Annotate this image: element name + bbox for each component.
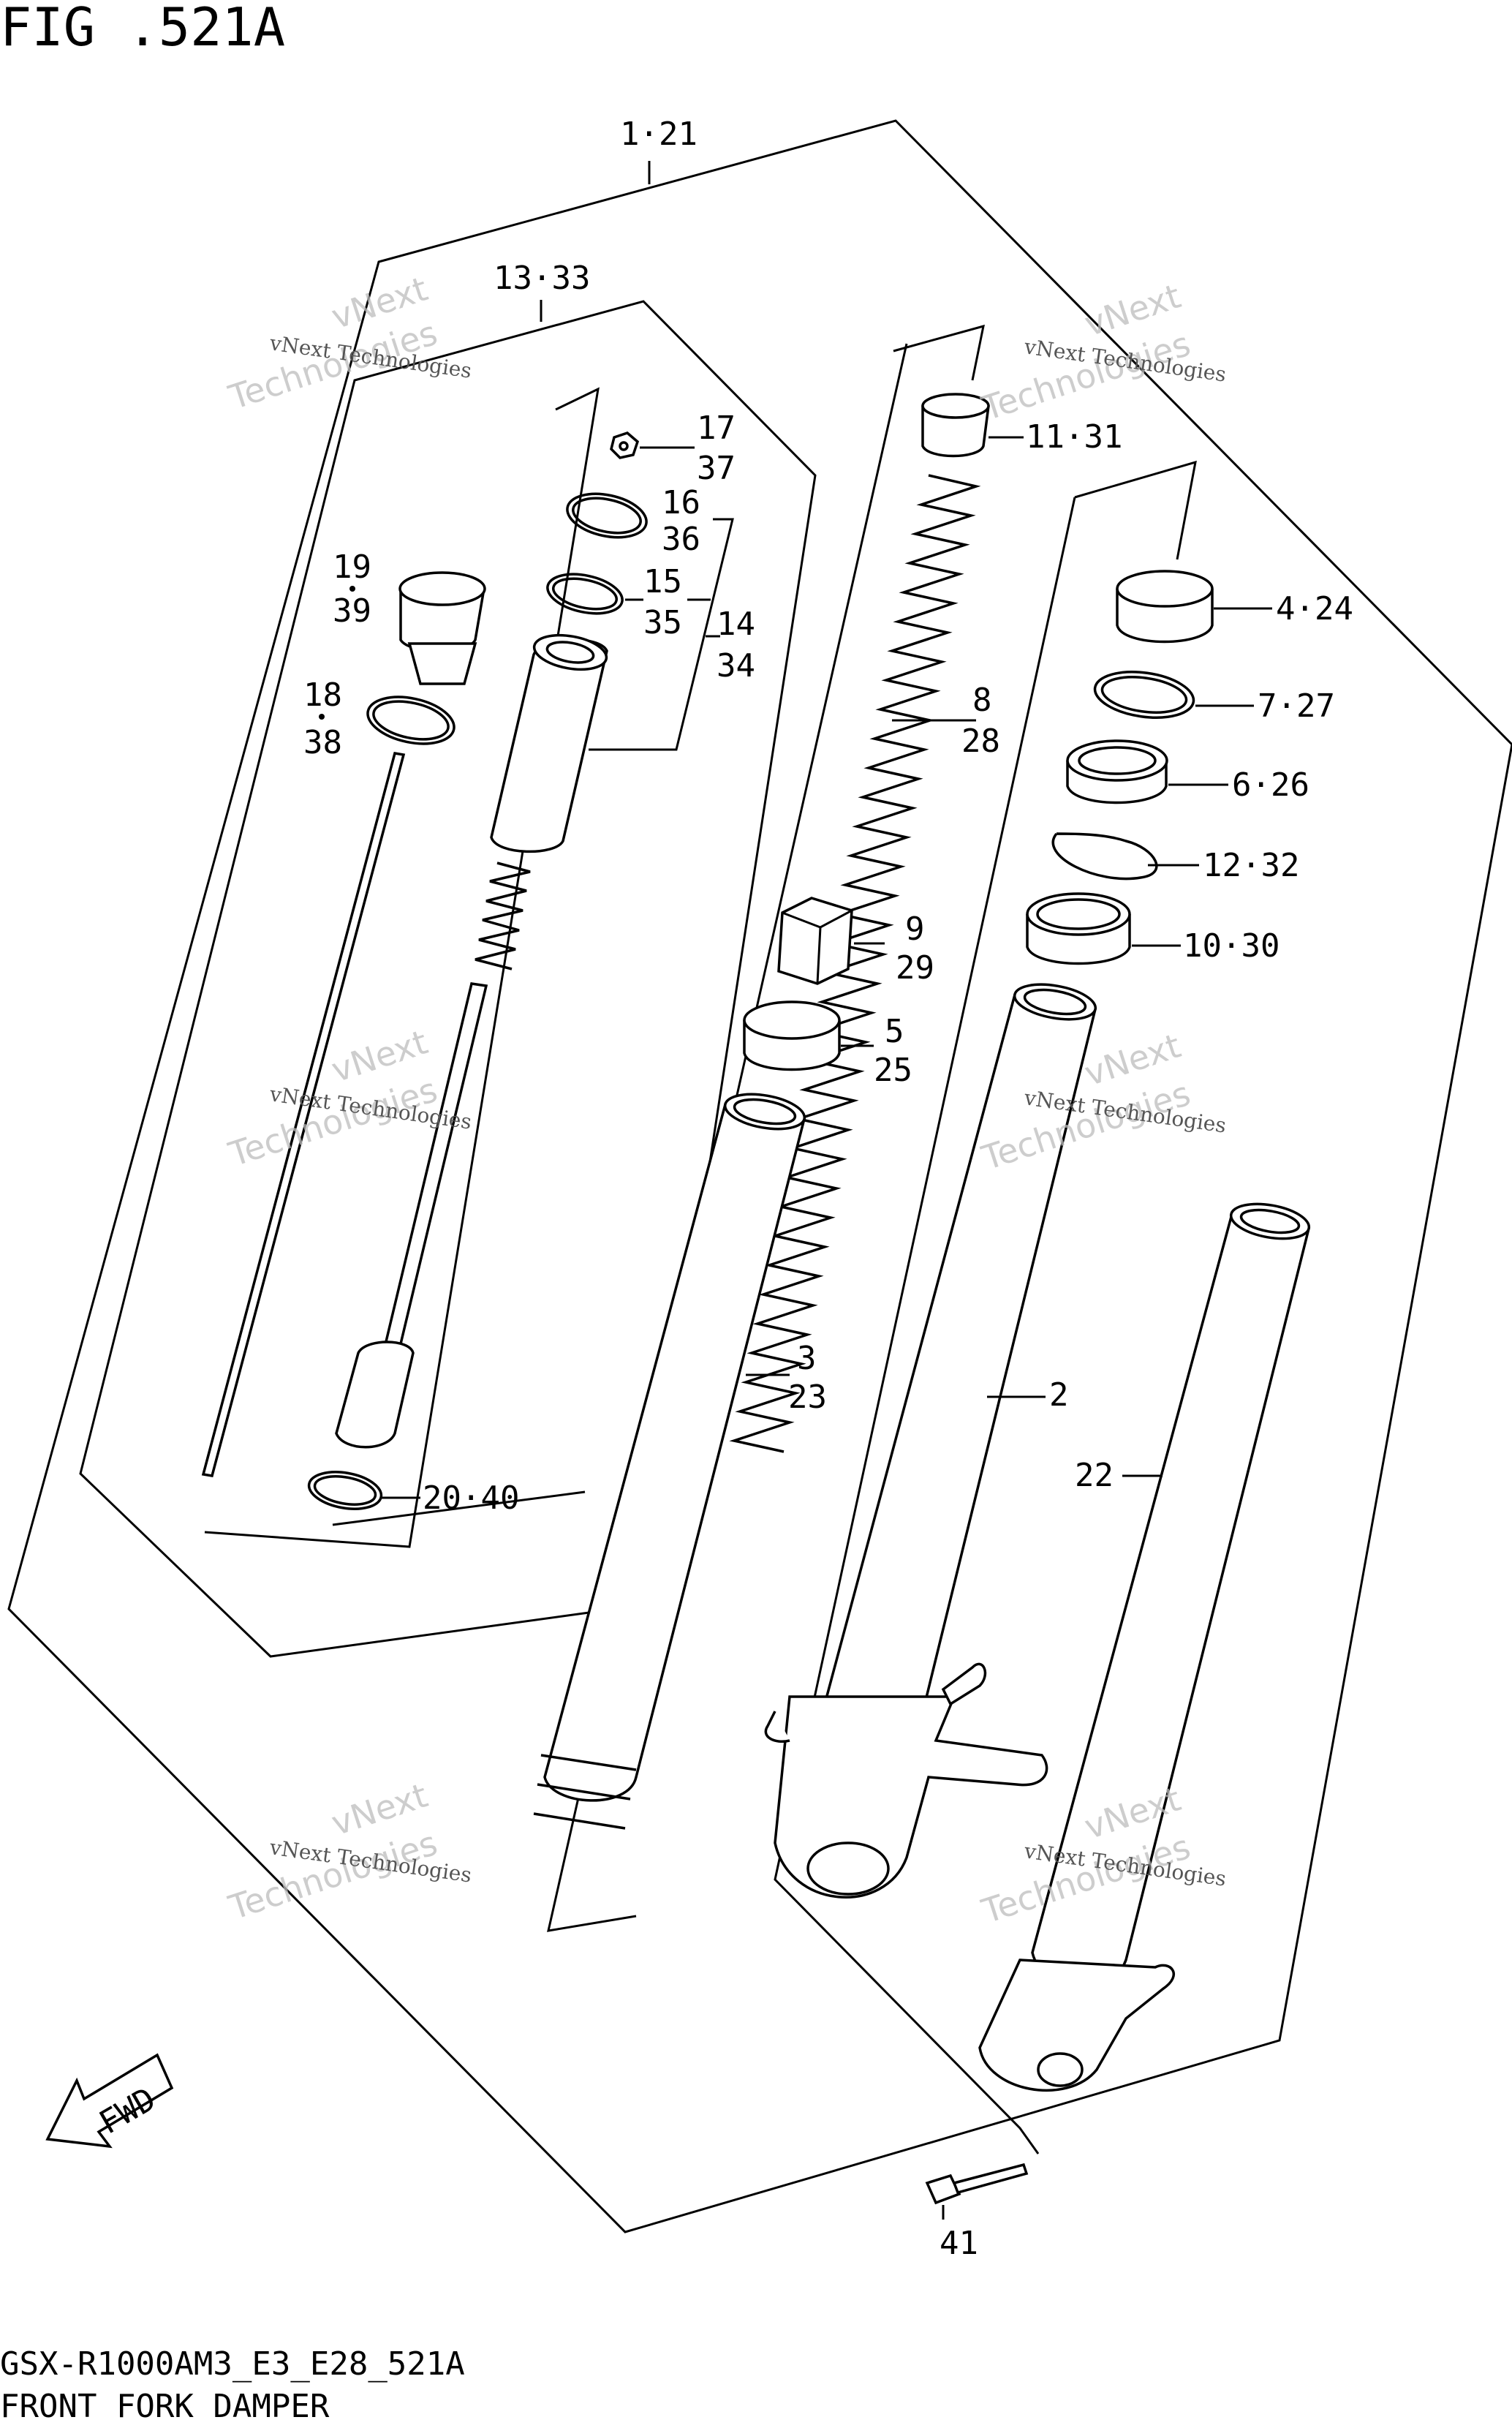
callout-25: 25 — [874, 1052, 912, 1089]
outline-assembly-1-21 — [7, 119, 1512, 2233]
fwd-arrow: FWD — [45, 2053, 174, 2149]
figure-code: GSX-R1000AM3_E3_E28_521A — [0, 2345, 465, 2383]
part-3-inner-tube — [543, 1102, 806, 1802]
watermark-1: Technologies vNext vNext Technologies — [224, 269, 473, 418]
part-22-axle-hole — [1037, 2052, 1084, 2087]
callout-28: 28 — [961, 723, 1000, 760]
part-15-oring-inner — [552, 577, 618, 611]
callout-38: 38 — [303, 724, 342, 761]
part-22-outer-tube-top — [1229, 1202, 1311, 1240]
callout-41: 41 — [940, 2225, 978, 2262]
callout-14: 14 — [717, 606, 755, 643]
part-19-cap-top — [398, 571, 486, 606]
part-20-oring — [307, 1471, 383, 1510]
part-16-oring — [566, 492, 648, 539]
part-20-oring-inner — [313, 1475, 377, 1506]
dot-18 — [319, 714, 325, 720]
callout-37: 37 — [697, 450, 736, 487]
part-2-outer-tube-top — [1013, 983, 1097, 1021]
dot-19 — [349, 586, 355, 592]
leader-16-14 — [589, 518, 734, 751]
part-11-top — [921, 393, 990, 419]
callout-9: 9 — [905, 910, 925, 948]
part-19-cap-base — [407, 642, 477, 685]
callout-2: 2 — [1049, 1376, 1069, 1414]
callout-12-32: 12·32 — [1203, 847, 1299, 884]
part-9-nut-edges — [782, 909, 853, 984]
part-14-cylinder — [490, 638, 608, 853]
part-16-oring-inner — [572, 497, 642, 535]
callout-11-31: 11·31 — [1026, 418, 1122, 456]
part-41-bolt-head — [925, 2173, 961, 2205]
callout-23: 23 — [788, 1379, 827, 1416]
callout-7-27: 7·27 — [1258, 687, 1335, 725]
callout-10-30: 10·30 — [1183, 927, 1279, 965]
callout-22: 22 — [1075, 1457, 1114, 1494]
part-7-washer — [1093, 671, 1195, 719]
callout-18: 18 — [303, 676, 342, 714]
part-8-main-spring — [729, 474, 981, 1453]
callout-8: 8 — [972, 682, 992, 719]
part-2-axle-hole — [806, 1841, 890, 1896]
part-12-snap-ring — [1051, 832, 1158, 881]
callout-29: 29 — [896, 949, 934, 987]
callout-5: 5 — [885, 1013, 904, 1050]
callout-39: 39 — [333, 592, 371, 630]
part-3-inner-tube-bore — [733, 1098, 797, 1126]
callout-6-26: 6·26 — [1232, 766, 1309, 804]
figure-caption: FRONT FORK DAMPER — [0, 2388, 330, 2425]
part-17-hole — [619, 441, 629, 451]
callout-34: 34 — [717, 647, 755, 685]
part-small-spring — [475, 862, 531, 970]
watermark-2: Technologies vNext vNext Technologies — [977, 276, 1228, 429]
watermark-5: Technologies vNext vNext Technologies — [224, 1776, 473, 1928]
part-5-bushing-top — [743, 1000, 841, 1040]
outline-outer-tube-group — [774, 460, 1197, 2154]
part-3-bottom-rings — [533, 1754, 637, 1830]
part-18-oring-inner — [372, 700, 450, 741]
callout-16: 16 — [662, 484, 700, 521]
part-2-outer-tube-bore — [1023, 988, 1087, 1016]
part-push-rod — [201, 752, 406, 1477]
figure-title: FIG .521A — [0, 0, 285, 58]
part-17-nut — [610, 431, 640, 459]
part-15-oring — [546, 573, 624, 615]
part-6-oil-seal-bore — [1078, 746, 1157, 775]
part-22-outer-tube-bore — [1239, 1208, 1301, 1234]
part-damper-piston — [335, 1341, 415, 1449]
callout-17: 17 — [697, 410, 736, 447]
part-2-bracket-ear — [764, 1711, 790, 1743]
callout-35: 35 — [643, 604, 682, 641]
part-4-bushing-top — [1116, 570, 1214, 608]
part-41-bolt-shank — [952, 2163, 1029, 2195]
callout-1-21: 1·21 — [620, 116, 698, 153]
callout-19: 19 — [333, 548, 371, 586]
callout-13-33: 13·33 — [494, 260, 590, 297]
callout-36: 36 — [662, 521, 700, 558]
part-3-inner-tube-top — [723, 1093, 806, 1131]
part-9-nut — [777, 897, 853, 985]
part-10-dust-seal-bore — [1036, 898, 1121, 930]
outline-inner-tube-group — [547, 324, 985, 1932]
callout-4-24: 4·24 — [1276, 590, 1353, 627]
part-2-bracket-ear-2 — [941, 1662, 987, 1706]
outline-inner-cartridge-2 — [332, 1490, 586, 1526]
callout-15: 15 — [643, 563, 682, 600]
callout-3: 3 — [797, 1340, 817, 1377]
part-14-cylinder-bore — [545, 641, 595, 664]
part-7-washer-inner — [1100, 676, 1188, 714]
callout-20-40: 20·40 — [423, 1479, 519, 1517]
part-18-oring — [366, 695, 456, 745]
part-22-axle-bracket — [978, 1958, 1175, 2092]
